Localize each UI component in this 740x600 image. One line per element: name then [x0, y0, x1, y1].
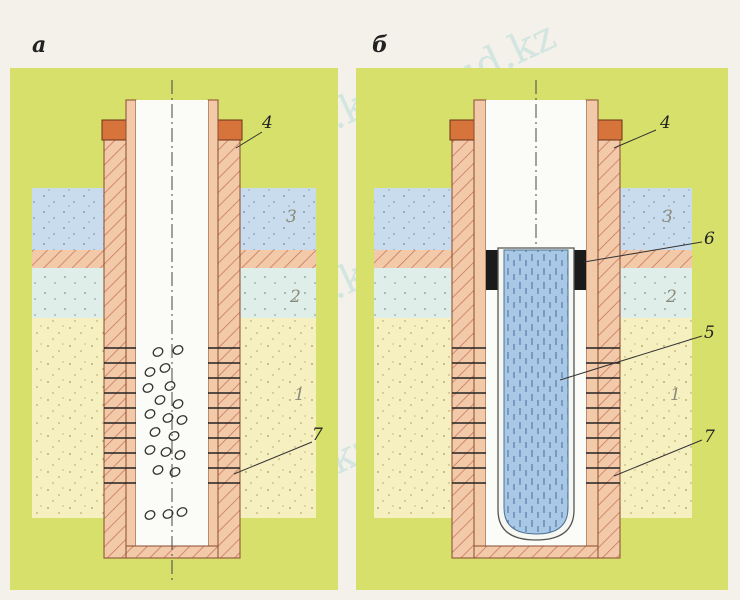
panel-a: а — [10, 32, 338, 590]
filter-inner — [503, 249, 569, 535]
callout-6-leader — [583, 241, 703, 263]
panel-b: б 3 2 — [356, 32, 728, 590]
bottom-plug — [473, 545, 599, 559]
inner-pipe-left — [125, 99, 137, 559]
panel-a-label: а — [32, 32, 46, 58]
layer-1-label: 1 — [294, 385, 305, 405]
callout-7-label: 7 — [312, 425, 323, 445]
panel-b-label: б — [372, 32, 388, 58]
callout-4-leader — [235, 131, 263, 149]
collar-left — [101, 119, 129, 141]
gravel-fill — [142, 345, 188, 520]
inner-pipe-left — [473, 99, 487, 559]
callout-5-label: 5 — [704, 323, 715, 343]
callout-7-leader — [613, 439, 703, 477]
callout-5-leader — [559, 335, 703, 381]
casing-wall-right — [217, 139, 241, 559]
perforation-lines — [104, 347, 240, 484]
inner-pipe-right — [207, 99, 219, 559]
layer-1-label: 1 — [670, 385, 681, 405]
collar-right — [215, 119, 243, 141]
collar-left — [449, 119, 477, 141]
collar-right — [595, 119, 623, 141]
callout-4-leader — [613, 129, 657, 149]
layer-2-label: 2 — [289, 287, 301, 307]
callout-7-label: 7 — [704, 427, 715, 447]
callout-6-label: 6 — [704, 229, 715, 249]
inner-pipe-right — [585, 99, 599, 559]
callout-4-label: 4 — [261, 113, 273, 133]
casing-wall-right — [597, 139, 621, 559]
casing-wall-left — [451, 139, 475, 559]
perforation-lines — [452, 347, 620, 484]
packer-left — [486, 250, 500, 290]
layer-3-label: 3 — [286, 207, 297, 227]
callout-7-leader — [233, 441, 313, 475]
layer-3-label: 3 — [662, 207, 673, 227]
layer-2-label: 2 — [665, 287, 677, 307]
packer-right — [572, 250, 586, 290]
callout-4-label: 4 — [659, 113, 671, 133]
casing-wall-left — [103, 139, 127, 559]
